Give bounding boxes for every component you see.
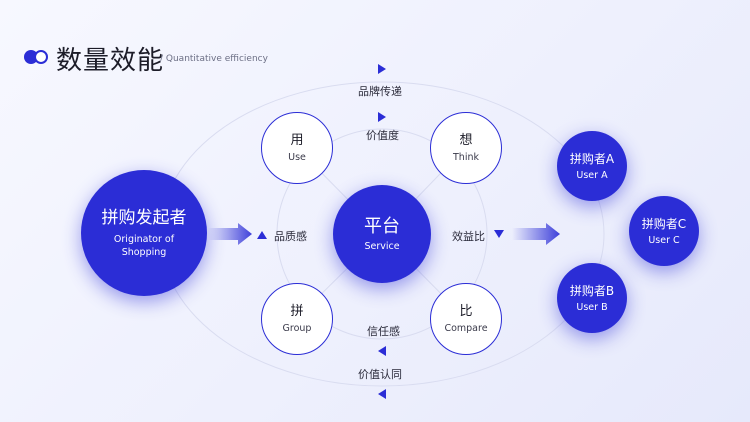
triangle-up-icon — [257, 231, 267, 239]
user-c-node: 拼购者C User C — [629, 196, 699, 266]
user-b-cn: 拼购者B — [569, 283, 615, 298]
label-bottom-inner: 信任感 — [367, 325, 400, 338]
user-a-node: 拼购者A User A — [557, 131, 627, 201]
page-title: 数量效能 — [56, 46, 165, 76]
think-node: 想 Think — [430, 112, 502, 184]
user-a-en: User A — [576, 169, 608, 181]
triangle-right-icon — [378, 112, 386, 122]
logo-ring — [34, 50, 48, 64]
triangle-right-icon — [378, 64, 386, 74]
use-node: 用 Use — [261, 112, 333, 184]
use-cn: 用 — [290, 132, 304, 148]
group-node: 拼 Group — [261, 283, 333, 355]
group-en: Group — [282, 322, 312, 334]
label-right: 效益比 — [452, 230, 485, 243]
originator-en-line1: Originator of — [113, 234, 175, 245]
use-en: Use — [288, 151, 306, 163]
inner-ring — [276, 128, 488, 340]
platform-node: 平台 Service — [333, 185, 431, 283]
user-c-cn: 拼购者C — [641, 216, 687, 231]
originator-node: 拼购发起者 Originator of Shopping — [81, 170, 207, 296]
triangle-left-icon — [378, 346, 386, 356]
user-a-cn: 拼购者A — [569, 151, 615, 166]
user-b-node: 拼购者B User B — [557, 263, 627, 333]
platform-en: Service — [364, 240, 400, 252]
flow-arrow-right — [512, 223, 560, 245]
label-top-inner: 价值度 — [366, 129, 399, 142]
originator-en-line2: Shopping — [121, 247, 167, 258]
label-top-outer: 品牌传递 — [358, 85, 402, 98]
user-c-en: User C — [648, 234, 680, 246]
triangle-down-icon — [494, 230, 504, 238]
platform-cn: 平台 — [364, 215, 400, 237]
triangle-left-icon — [378, 389, 386, 399]
page-subtitle: / Quantitative efficiency — [160, 54, 268, 64]
compare-cn: 比 — [459, 303, 473, 319]
compare-node: 比 Compare — [430, 283, 502, 355]
think-cn: 想 — [459, 132, 473, 148]
group-cn: 拼 — [290, 303, 304, 319]
compare-en: Compare — [444, 322, 488, 334]
label-bottom-outer: 价值认同 — [358, 368, 402, 381]
user-b-en: User B — [576, 301, 608, 313]
logo-icon — [24, 50, 50, 64]
think-en: Think — [453, 151, 479, 163]
flow-arrow-left — [208, 223, 252, 245]
originator-cn: 拼购发起者 — [101, 208, 187, 228]
label-left: 品质感 — [274, 230, 307, 243]
